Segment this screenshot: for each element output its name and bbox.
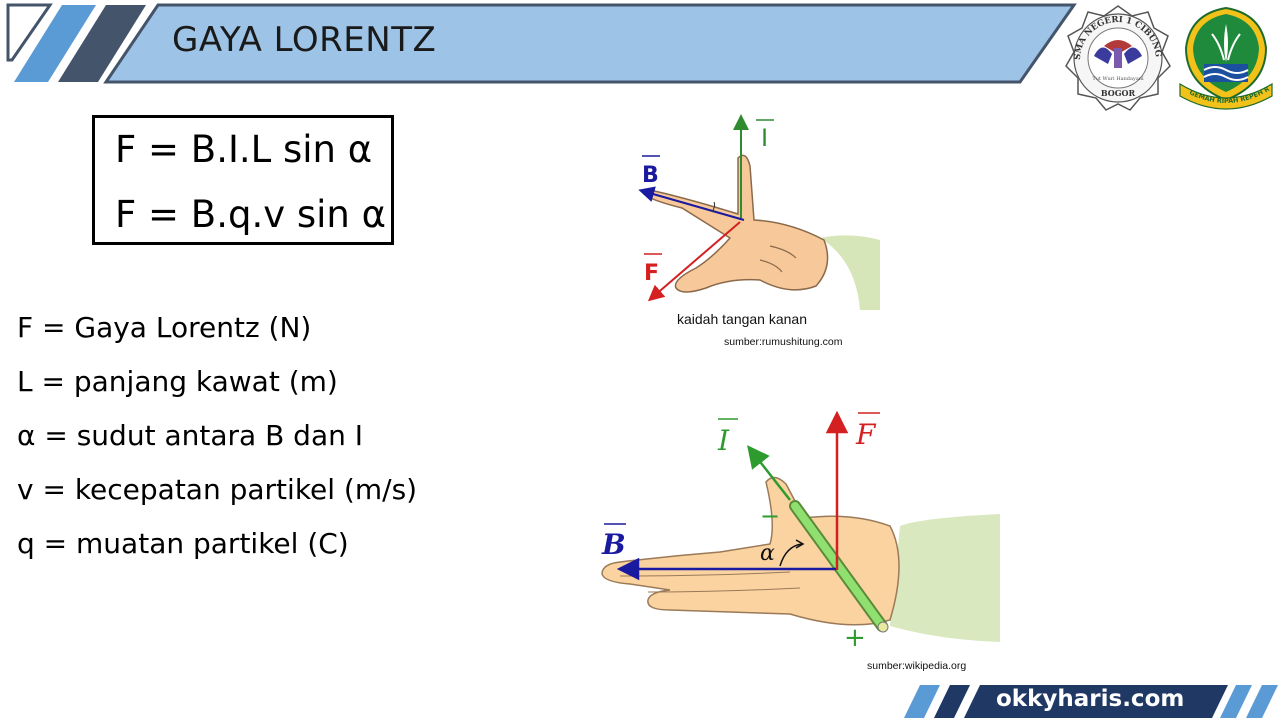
- page-title: GAYA LORENTZ: [172, 20, 437, 60]
- minus-label: −: [760, 502, 780, 530]
- header-banner: [0, 0, 1280, 90]
- force-arrow: [647, 221, 741, 302]
- force-label: F: [644, 261, 659, 286]
- current-arrow: [747, 445, 791, 501]
- field-label: B: [601, 528, 626, 561]
- province-logo: GEMAH RIPAH REPEH RAPIH: [1173, 0, 1276, 116]
- sleeve-shape: [820, 235, 880, 310]
- definition-item: F = Gaya Lorentz (N): [17, 311, 312, 344]
- figure-1-source: sumber:rumushitung.com: [724, 336, 843, 348]
- plus-label: +: [844, 623, 866, 653]
- figure-2-source: sumber:wikipedia.org: [867, 660, 967, 672]
- current-label: I: [761, 124, 768, 152]
- hand-shape: [642, 154, 829, 293]
- header-graphic: [6, 3, 1077, 84]
- alpha-label: α: [760, 541, 775, 566]
- field-label: B: [642, 163, 659, 188]
- school-logo: SMA NEGERI 1 CIBUNGBULANG Tut Wuri Handa…: [1058, 0, 1174, 112]
- svg-text:BOGOR: BOGOR: [1101, 88, 1136, 98]
- definition-list: F = Gaya Lorentz (N) L = panjang kawat (…: [17, 306, 417, 576]
- figure-1-caption: kaidah tangan kanan: [677, 311, 807, 327]
- current-label: I: [717, 424, 730, 457]
- definition-item: v = kecepatan partikel (m/s): [17, 473, 418, 506]
- svg-text:Tut Wuri Handayani: Tut Wuri Handayani: [1092, 76, 1144, 82]
- footer-banner: [900, 683, 1280, 720]
- definition-item: α = sudut antara B dan I: [17, 419, 364, 452]
- definition-item: q = muatan partikel (C): [17, 527, 349, 560]
- right-hand-rule-figure-1: I B F: [620, 110, 880, 310]
- definition-item: L = panjang kawat (m): [17, 365, 338, 398]
- force-label: F: [855, 418, 877, 451]
- formula-box: F = B.I.L sin α F = B.q.v sin α: [92, 115, 394, 245]
- right-hand-rule-figure-2: α I F B − +: [590, 400, 1010, 655]
- hand-shape: [601, 476, 900, 626]
- sleeve-shape: [890, 514, 1000, 642]
- magnetic-field-arrow: [638, 186, 745, 221]
- formula-force-current: F = B.I.L sin α: [115, 128, 373, 171]
- site-name: okkyharis.com: [996, 686, 1185, 712]
- formula-force-charge: F = B.q.v sin α: [115, 193, 387, 236]
